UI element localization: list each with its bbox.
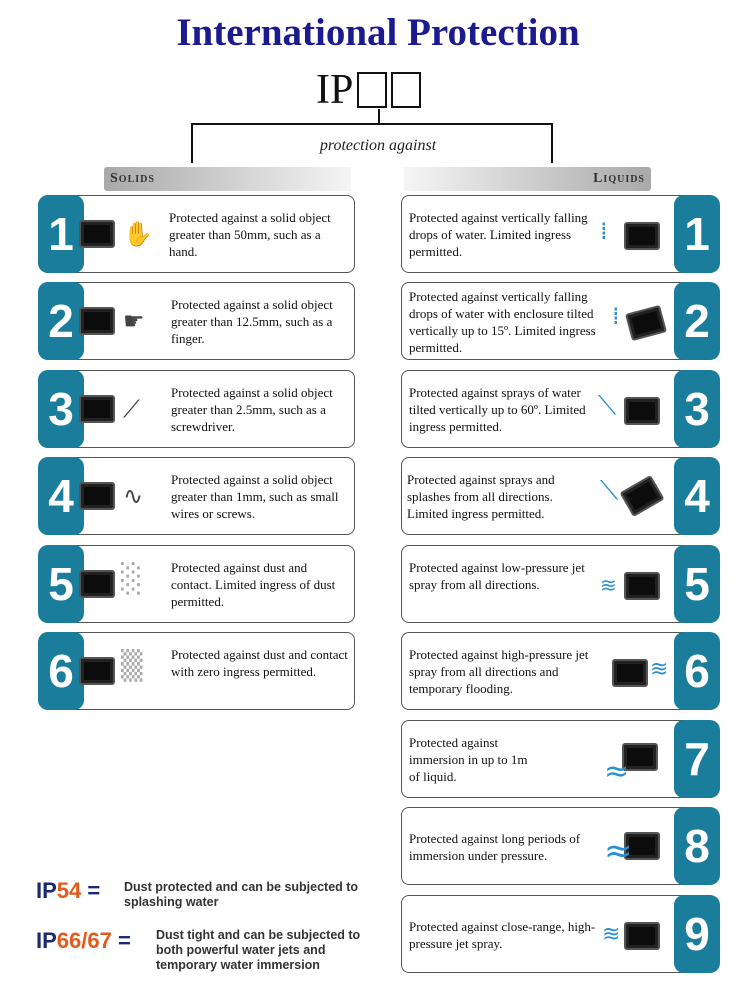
dust-icon: ░ — [121, 562, 143, 595]
liquids-text-2: Protected against vertically falling dro… — [409, 289, 596, 355]
solids-header: Solids — [104, 167, 351, 191]
solids-number-5: 5 — [38, 545, 84, 623]
liquids-number-8: 8 — [674, 807, 720, 885]
water-drops-icon: ⁞ — [600, 217, 608, 245]
ip-digit-box-liquids — [391, 72, 422, 108]
water-waves-icon: ≈ — [604, 754, 629, 789]
enclosure-icon — [624, 832, 660, 860]
legend-code-highlight: 66 — [56, 928, 82, 953]
wires-icon: ∿ — [123, 482, 144, 510]
liquids-card-5: 5 Protected against low-pressure jet spr… — [401, 545, 720, 623]
enclosure-icon — [79, 220, 115, 248]
solids-card-2: 2 ☛ Protected against a solid object gre… — [38, 282, 355, 360]
solids-card-4: 4 ∿ Protected against a solid object gre… — [38, 457, 355, 535]
legend-code-suffix: /67 — [81, 928, 112, 953]
solids-card-3: 3 ⟋ Protected against a solid object gre… — [38, 370, 355, 448]
ip-code-diagram: IP — [316, 67, 422, 113]
liquids-card-3: 3 Protected against sprays of water tilt… — [401, 370, 720, 448]
enclosure-icon — [624, 222, 660, 250]
liquids-card-8: 8 Protected against long periods of imme… — [401, 807, 720, 885]
solids-text-6: Protected against dust and contact with … — [171, 647, 348, 679]
liquids-text-8: Protected against long periods of immers… — [409, 831, 581, 863]
enclosure-icon — [624, 304, 668, 342]
water-jet-icon: ≋ — [602, 922, 621, 947]
solids-number-1: 1 — [38, 195, 84, 273]
solids-number-2: 2 — [38, 282, 84, 360]
liquids-text-4: Protected against sprays and splashes fr… — [407, 472, 555, 521]
enclosure-icon — [79, 657, 115, 685]
solids-number-3: 3 — [38, 370, 84, 448]
solids-card-1: 1 ✋ Protected against a solid object gre… — [38, 195, 355, 273]
enclosure-icon — [79, 570, 115, 598]
water-jet-icon: ≋ — [600, 573, 617, 597]
connector-stem — [378, 109, 380, 123]
legend-description-ip66-67: Dust tight and can be subjected to both … — [156, 928, 361, 972]
ip-digit-box-solids — [357, 72, 388, 108]
enclosure-icon — [79, 482, 115, 510]
liquids-card-9: 9 Protected against close-range, high-pr… — [401, 895, 720, 973]
protection-against-label: protection against — [319, 137, 437, 154]
legend-equals: = — [118, 928, 131, 953]
liquids-text-6: Protected against high-pressure jet spra… — [409, 647, 589, 696]
ip-prefix: IP — [316, 67, 354, 113]
liquids-number-1: 1 — [674, 195, 720, 273]
liquids-number-3: 3 — [674, 370, 720, 448]
water-waves-icon: ≈ — [604, 831, 633, 871]
liquids-number-5: 5 — [674, 545, 720, 623]
liquids-number-9: 9 — [674, 895, 720, 973]
liquids-text-9: Protected against close-range, high-pres… — [409, 919, 596, 951]
liquids-number-4: 4 — [674, 457, 720, 535]
liquids-header: Liquids — [404, 167, 651, 191]
screwdriver-icon: ⟋ — [123, 395, 140, 423]
connector-bracket — [191, 123, 553, 163]
legend-code-prefix: IP — [36, 878, 57, 903]
legend-code-ip66-67: IP66/67 = — [36, 928, 131, 954]
solids-text-3: Protected against a solid object greater… — [171, 385, 333, 434]
solids-number-4: 4 — [38, 457, 84, 535]
liquids-text-7: Protected against immersion in up to 1m … — [409, 735, 528, 784]
solids-text-4: Protected against a solid object greater… — [171, 472, 339, 521]
water-jet-icon: ≋ — [650, 657, 669, 682]
solids-number-6: 6 — [38, 632, 84, 710]
liquids-card-4: 4 Protected against sprays and splashes … — [401, 457, 720, 535]
enclosure-icon — [612, 659, 648, 687]
enclosure-icon — [624, 572, 660, 600]
solids-text-5: Protected against dust and contact. Limi… — [171, 560, 336, 609]
liquids-number-6: 6 — [674, 632, 720, 710]
dust-icon: ▒ — [121, 649, 143, 682]
legend-description-ip54: Dust protected and can be subjected to s… — [124, 880, 359, 909]
finger-icon: ☛ — [123, 307, 145, 335]
liquids-card-7: 7 Protected against immersion in up to 1… — [401, 720, 720, 798]
legend-equals: = — [87, 878, 101, 903]
liquids-card-1: 1 Protected against vertically falling d… — [401, 195, 720, 273]
liquids-text-1: Protected against vertically falling dro… — [409, 210, 588, 259]
liquids-number-2: 2 — [674, 282, 720, 360]
water-spray-icon: ⟍ — [598, 391, 617, 421]
liquids-card-2: 2 Protected against vertically falling d… — [401, 282, 720, 360]
water-splash-icon: ⟍ — [600, 476, 619, 506]
liquids-number-7: 7 — [674, 720, 720, 798]
enclosure-icon — [79, 307, 115, 335]
legend-code-highlight: 54 — [56, 878, 82, 903]
enclosure-icon — [624, 397, 660, 425]
water-drops-icon: ⁞ — [612, 302, 620, 330]
legend-code-prefix: IP — [36, 928, 57, 953]
solids-text-1: Protected against a solid object greater… — [169, 210, 331, 259]
enclosure-icon — [79, 395, 115, 423]
enclosure-icon — [619, 474, 665, 518]
solids-text-2: Protected against a solid object greater… — [171, 297, 333, 346]
enclosure-icon — [622, 743, 658, 771]
solids-card-6: 6 ▒ Protected against dust and contact w… — [38, 632, 355, 710]
liquids-text-3: Protected against sprays of water tilted… — [409, 385, 586, 434]
hand-icon: ✋ — [123, 220, 153, 248]
enclosure-icon — [624, 922, 660, 950]
solids-card-5: 5 ░ Protected against dust and contact. … — [38, 545, 355, 623]
page-title: International Protection — [176, 11, 580, 54]
liquids-card-6: 6 Protected against high-pressure jet sp… — [401, 632, 720, 710]
liquids-text-5: Protected against low-pressure jet spray… — [409, 560, 585, 592]
legend-code-ip54: IP54 = — [36, 878, 100, 904]
